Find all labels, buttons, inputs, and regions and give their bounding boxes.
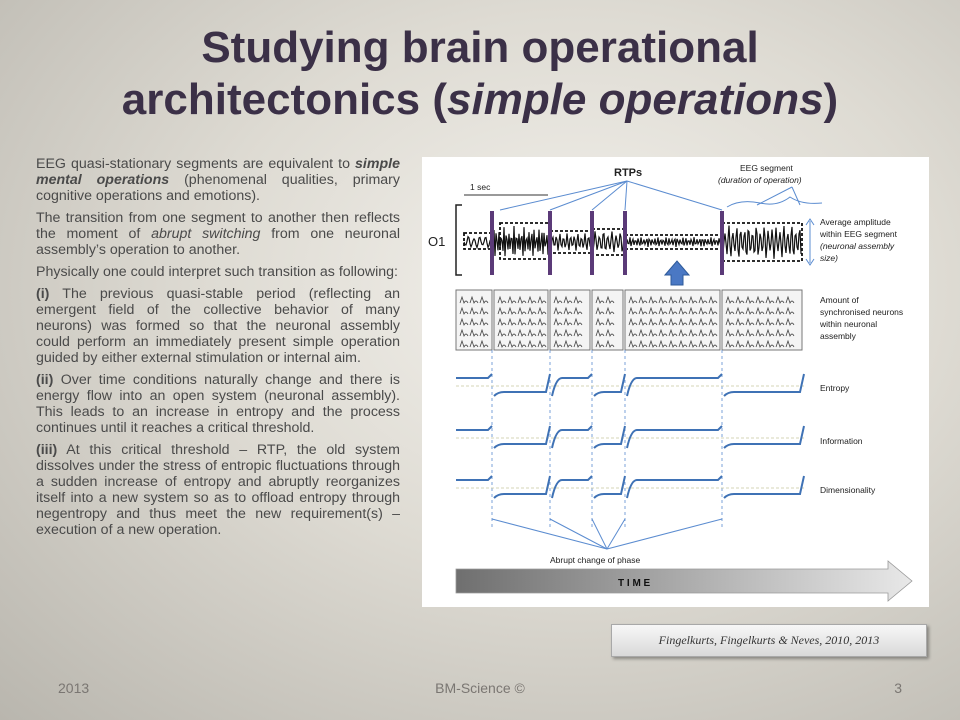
time-arrow	[455, 560, 913, 602]
paragraph-4: (i) The previous quasi-stable period (re…	[36, 286, 400, 366]
p4-text: The previous quasi-stable period (reflec…	[36, 286, 400, 366]
avg-amp-line3: (neuronal assembly	[820, 241, 895, 251]
p6-text: At this critical threshold – RTP, the ol…	[36, 442, 400, 538]
diagram-svg: RTPs EEG segment (duration of operation)…	[428, 163, 913, 602]
amplitude-arrow-heads	[805, 218, 815, 266]
rtps-label: RTPs	[614, 167, 642, 179]
segment-brace	[726, 196, 823, 208]
amount-line1: Amount of	[820, 295, 859, 305]
abrupt-change-arrows	[491, 518, 723, 550]
paragraph-3: Physically one could interpret such tran…	[36, 264, 398, 280]
up-arrow-icon	[663, 260, 691, 286]
p6-marker: (iii)	[36, 442, 58, 458]
transition-guides	[491, 350, 723, 527]
eeg-trace	[463, 225, 803, 259]
paragraph-2: The transition from one segment to anoth…	[36, 210, 400, 258]
p2-emphasis: abrupt switching	[151, 226, 261, 242]
citation-box: Fingelkurts, Fingelkurts & Neves, 2010, …	[611, 624, 927, 657]
abrupt-change-label: Abrupt change of phase	[550, 555, 641, 565]
avg-amp-line4: size)	[820, 253, 838, 263]
information-label: Information	[820, 436, 863, 446]
footer-year: 2013	[58, 680, 90, 696]
amount-line2: synchronised neurons	[820, 307, 903, 317]
title-line-2-end: )	[823, 75, 839, 124]
time-label: T I M E	[618, 578, 651, 589]
title-line-2-start: architectonics (	[121, 75, 447, 124]
entropy-label: Entropy	[820, 383, 850, 393]
footer-page-number: 3	[894, 680, 902, 696]
p2-text: The transition from one segment to anoth…	[36, 210, 400, 242]
p1-text: EEG quasi-stationary segments are equiva…	[36, 156, 356, 172]
title-italic: simple operations	[447, 75, 824, 124]
duration-label: (duration of operation)	[718, 175, 802, 185]
title-line-2: architectonics (simple operations)	[40, 74, 920, 126]
rtp-arrows	[499, 180, 801, 211]
amount-line4: assembly	[820, 331, 857, 341]
rtp-bars	[490, 211, 724, 275]
avg-amp-line1: Average amplitude	[820, 217, 891, 227]
neuron-boxes	[455, 289, 803, 351]
eeg-segment-label: EEG segment	[740, 163, 794, 173]
title-line-1: Studying brain operational	[201, 23, 759, 72]
amount-line3: within neuronal	[819, 319, 877, 329]
paragraph-5: (ii) Over time conditions naturally chan…	[36, 372, 400, 436]
p5-marker: (ii)	[36, 372, 54, 388]
dimensionality-label: Dimensionality	[820, 485, 876, 495]
p5-text: Over time conditions naturally change an…	[36, 372, 400, 436]
neuron-marks	[459, 295, 795, 349]
diagram-figure: RTPs EEG segment (duration of operation)…	[422, 157, 929, 607]
p1-emphasis: simple mental operations	[36, 156, 400, 188]
p1-text-end: (phenomenal qualities, primary cognitive…	[36, 172, 400, 204]
body-text: EEG quasi-stationary segments are equiva…	[36, 156, 400, 544]
paragraph-1: EEG quasi-stationary segments are equiva…	[36, 156, 400, 204]
avg-amp-line2: within EEG segment	[819, 229, 898, 239]
footer-brand: BM-Science ©	[435, 680, 525, 696]
one-sec-label: 1 sec	[470, 182, 491, 192]
paragraph-6: (iii) At this critical threshold – RTP, …	[36, 442, 400, 538]
p4-marker: (i)	[36, 286, 50, 302]
slide-title: Studying brain operational architectonic…	[40, 22, 920, 126]
o1-bracket	[455, 204, 462, 276]
step-plots	[456, 373, 805, 499]
o1-label: O1	[428, 234, 445, 249]
p2-text-end: from one neuronal assembly’s operation t…	[36, 226, 400, 258]
